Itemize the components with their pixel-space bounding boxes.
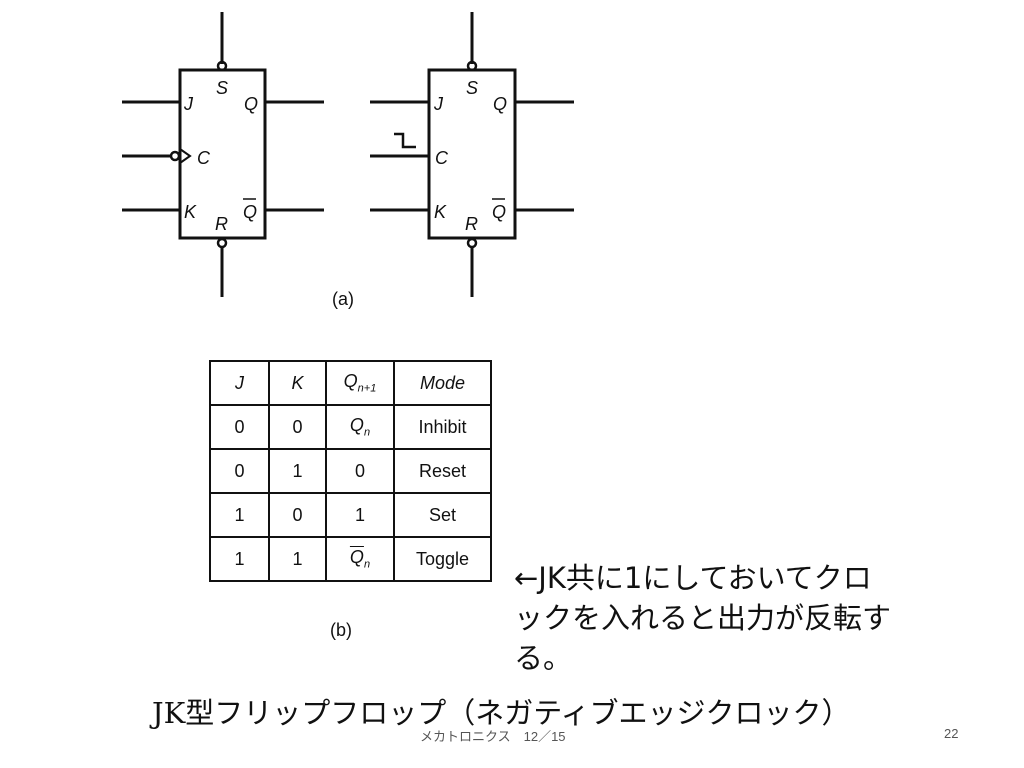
cell-q: 0 [325, 448, 395, 494]
cell-q-value: Q [349, 415, 364, 436]
cell-k: 1 [268, 536, 327, 582]
figure-label-a: (a) [332, 289, 354, 309]
figure-label-b: (b) [330, 620, 352, 640]
cell-q-value: 0 [354, 460, 365, 481]
flipflop-1-s-label: S [216, 78, 228, 98]
flipflop-1-c-label: C [197, 148, 211, 168]
cell-j: 1 [209, 492, 270, 538]
flipflop-1-qbar-label: Q [243, 202, 257, 222]
cell-q: Qn [325, 536, 395, 582]
flipflop-2-s-label: S [466, 78, 478, 98]
header-j: J [209, 360, 270, 406]
cell-mode: Inhibit [393, 404, 492, 450]
page-number: 22 [944, 726, 959, 741]
flipflop-2-q-label: Q [493, 94, 507, 114]
cell-j: 1 [209, 536, 270, 582]
footer-text: メカトロニクス 12／15 [420, 729, 566, 744]
flipflop-2 [370, 12, 574, 297]
cell-q-subscript: n [363, 426, 371, 439]
flipflop-2-k-label: K [434, 202, 447, 222]
header-q-letter: Q [343, 371, 358, 392]
flipflop-2-r-bubble [466, 237, 478, 249]
cell-k: 0 [268, 404, 327, 450]
flipflop-2-qbar-label: Q [492, 202, 506, 222]
cell-mode: Reset [393, 448, 492, 494]
note-text: ←JK共に1にしておいてクロックを入れると出力が反転する。 [514, 561, 892, 675]
cell-mode: Toggle [393, 536, 492, 582]
cell-q-value: 1 [354, 504, 365, 525]
slide-title: JK型フリップフロップ（ネガティブエッジクロック） [152, 696, 851, 730]
cell-q-subscript: n [363, 558, 371, 571]
flipflop-1 [122, 12, 324, 297]
cell-q-value: Q [349, 547, 364, 568]
cell-j: 0 [209, 448, 270, 494]
flipflop-2-negative-edge-symbol [394, 132, 416, 149]
flipflop-2-j-label: J [433, 94, 444, 114]
cell-q: Qn [325, 404, 395, 450]
flipflop-1-s-bubble [216, 60, 228, 72]
header-mode: Mode [393, 360, 492, 406]
header-q-subscript: n+1 [357, 382, 377, 395]
flipflop-1-k-label: K [184, 202, 197, 222]
flipflop-1-r-label: R [215, 214, 228, 234]
truth-table-header-row: J K Qn+1 Mode [209, 360, 492, 406]
flipflop-2-r-label: R [465, 214, 478, 234]
flipflop-1-c-bubble [169, 150, 181, 162]
flipflop-1-q-label: Q [244, 94, 258, 114]
cell-k: 0 [268, 492, 327, 538]
flipflop-1-clock-triangle [179, 148, 192, 164]
cell-q: 1 [325, 492, 395, 538]
cell-j: 0 [209, 404, 270, 450]
cell-mode: Set [393, 492, 492, 538]
flipflop-2-c-label: C [435, 148, 449, 168]
header-k: K [268, 360, 327, 406]
header-qn1: Qn+1 [325, 360, 395, 406]
flipflop-2-s-bubble [466, 60, 478, 72]
flipflop-1-r-bubble [216, 237, 228, 249]
cell-k: 1 [268, 448, 327, 494]
flipflop-1-j-label: J [183, 94, 194, 114]
